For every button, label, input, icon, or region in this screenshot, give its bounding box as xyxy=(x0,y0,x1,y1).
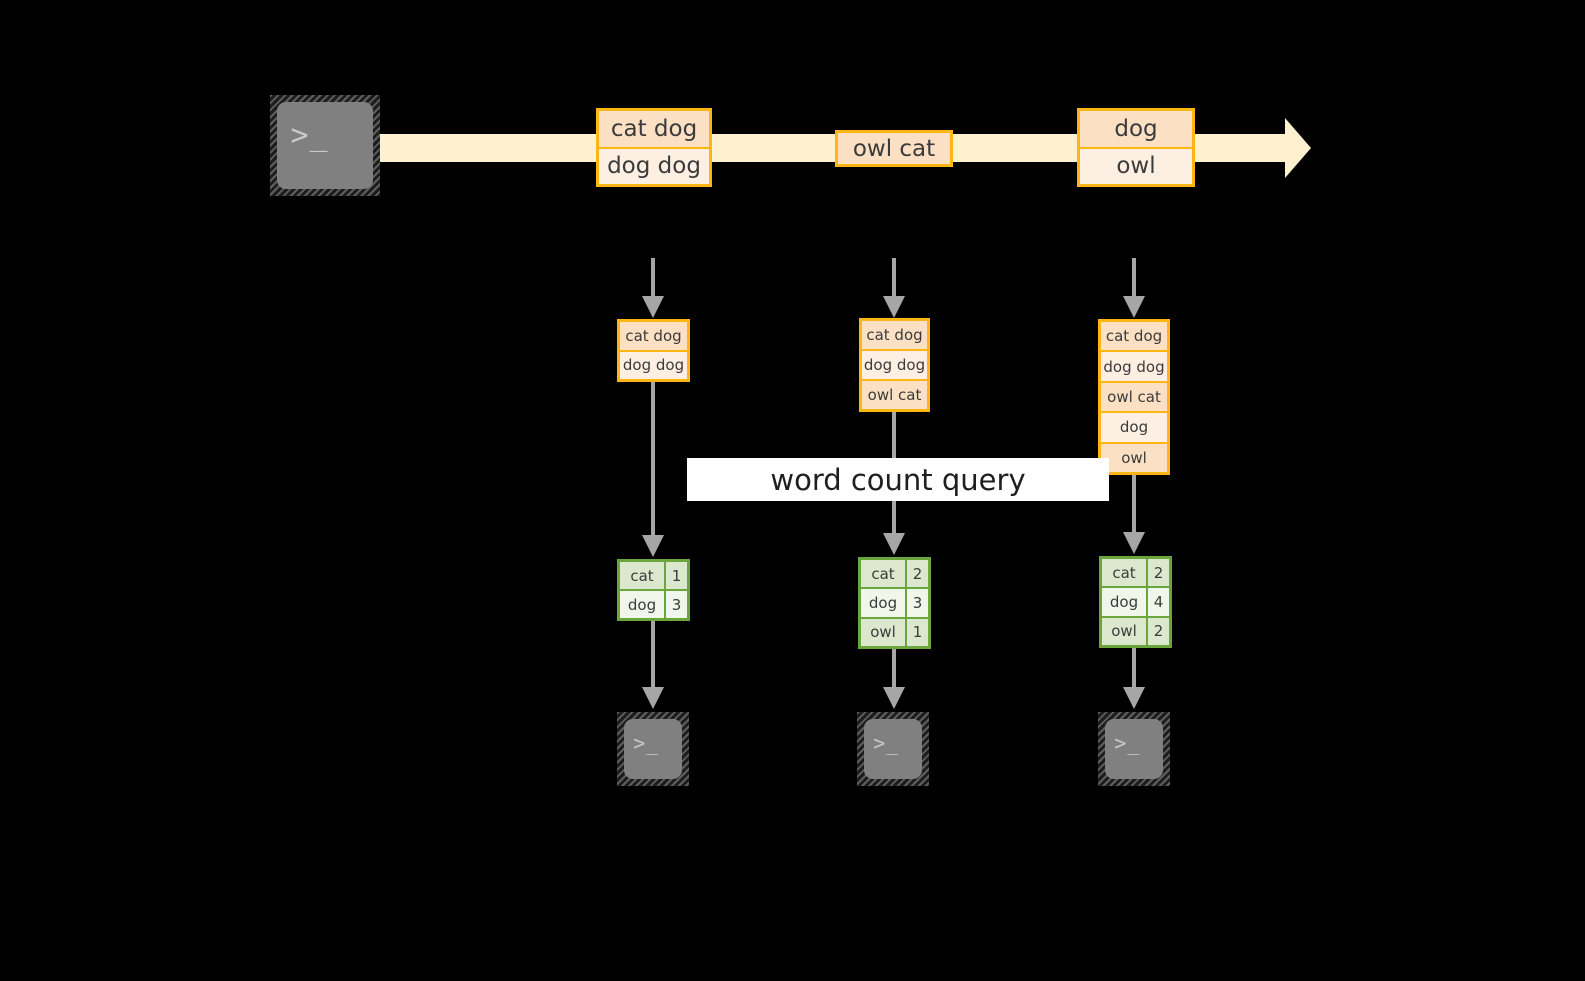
result-count: 3 xyxy=(907,589,928,617)
sink-arrow-2-head xyxy=(883,687,905,709)
stream-arrow-right-icon xyxy=(1285,118,1311,178)
result-word: dog xyxy=(1102,588,1148,616)
flow-arrow-2-head xyxy=(883,533,905,555)
terminal-screen: >_ xyxy=(277,102,373,189)
stream-record-2: owl cat xyxy=(835,130,953,167)
result-row: cat 2 xyxy=(1102,559,1169,589)
result-row: cat 1 xyxy=(620,562,687,591)
snapshot-row: dog dog xyxy=(862,351,927,381)
result-word: dog xyxy=(861,589,907,617)
record-line: cat dog xyxy=(599,111,709,149)
result-row: dog 4 xyxy=(1102,588,1169,618)
sink-arrow-1-shaft xyxy=(651,621,655,689)
result-count: 3 xyxy=(666,591,687,618)
snapshot-table-2: cat dog dog dog owl cat xyxy=(859,318,930,412)
result-row: dog 3 xyxy=(620,591,687,618)
snapshot-row: dog xyxy=(1101,413,1167,444)
result-word: cat xyxy=(861,560,907,588)
terminal-prompt-glyph: >_ xyxy=(1114,731,1141,756)
result-count: 2 xyxy=(1148,617,1169,645)
snapshot-row: owl cat xyxy=(862,381,927,409)
flow-arrow-3-shaft xyxy=(1132,475,1136,534)
result-word: owl xyxy=(861,618,907,646)
snapshot-row: owl cat xyxy=(1101,382,1167,414)
result-table-2: cat 2 dog 3 owl 1 xyxy=(858,557,931,649)
dashed-arrow-down-icon xyxy=(892,258,896,298)
stream-record-1: cat dog dog dog xyxy=(596,108,712,187)
snapshot-row: cat dog xyxy=(620,322,687,352)
snapshot-row: dog dog xyxy=(620,351,687,379)
snapshot-row: cat dog xyxy=(862,321,927,351)
terminal-screen: >_ xyxy=(1105,719,1163,779)
result-count: 4 xyxy=(1148,588,1169,616)
result-row: dog 3 xyxy=(861,589,928,619)
terminal-sink-3-icon: >_ xyxy=(1098,712,1170,786)
dashed-arrow-head-icon xyxy=(1123,296,1145,318)
terminal-sink-2-icon: >_ xyxy=(857,712,929,786)
result-count: 2 xyxy=(1148,559,1169,587)
result-table-1: cat 1 dog 3 xyxy=(617,559,690,621)
snapshot-row: cat dog xyxy=(1101,322,1167,353)
dashed-arrow-down-icon xyxy=(651,258,655,298)
result-count: 1 xyxy=(666,562,687,589)
result-word: cat xyxy=(620,562,666,589)
flow-arrow-1-shaft xyxy=(651,382,655,537)
result-table-3: cat 2 dog 4 owl 2 xyxy=(1099,556,1172,648)
dashed-arrow-down-icon xyxy=(1132,258,1136,298)
stream-record-3: dog owl xyxy=(1077,108,1195,187)
terminal-source-icon: >_ xyxy=(270,95,380,196)
snapshot-row: owl xyxy=(1101,443,1167,473)
flow-arrow-3-head xyxy=(1123,532,1145,554)
flow-arrow-1-head xyxy=(642,535,664,557)
record-line: dog dog xyxy=(599,148,709,184)
result-row: owl 2 xyxy=(1102,617,1169,645)
snapshot-row: dog dog xyxy=(1101,352,1167,383)
snapshot-table-1: cat dog dog dog xyxy=(617,319,690,382)
result-count: 2 xyxy=(907,560,928,588)
dashed-arrow-head-icon xyxy=(883,296,905,318)
record-line: owl cat xyxy=(838,133,950,164)
result-row: owl 1 xyxy=(861,618,928,646)
record-line: owl xyxy=(1080,148,1192,184)
terminal-sink-1-icon: >_ xyxy=(617,712,689,786)
result-row: cat 2 xyxy=(861,560,928,590)
terminal-prompt-glyph: >_ xyxy=(873,731,900,756)
query-banner: word count query xyxy=(687,458,1109,501)
sink-arrow-1-head xyxy=(642,687,664,709)
record-line: dog xyxy=(1080,111,1192,149)
query-banner-label: word count query xyxy=(770,462,1026,497)
terminal-prompt-glyph: >_ xyxy=(633,731,660,756)
result-word: owl xyxy=(1102,617,1148,645)
terminal-prompt-glyph: >_ xyxy=(290,118,329,154)
terminal-screen: >_ xyxy=(624,719,682,779)
sink-arrow-2-shaft xyxy=(892,649,896,689)
sink-arrow-3-head xyxy=(1123,687,1145,709)
result-count: 1 xyxy=(907,618,928,646)
result-word: dog xyxy=(620,591,666,618)
sink-arrow-3-shaft xyxy=(1132,648,1136,689)
result-word: cat xyxy=(1102,559,1148,587)
terminal-screen: >_ xyxy=(864,719,922,779)
dashed-arrow-head-icon xyxy=(642,296,664,318)
snapshot-table-3: cat dog dog dog owl cat dog owl xyxy=(1098,319,1170,475)
